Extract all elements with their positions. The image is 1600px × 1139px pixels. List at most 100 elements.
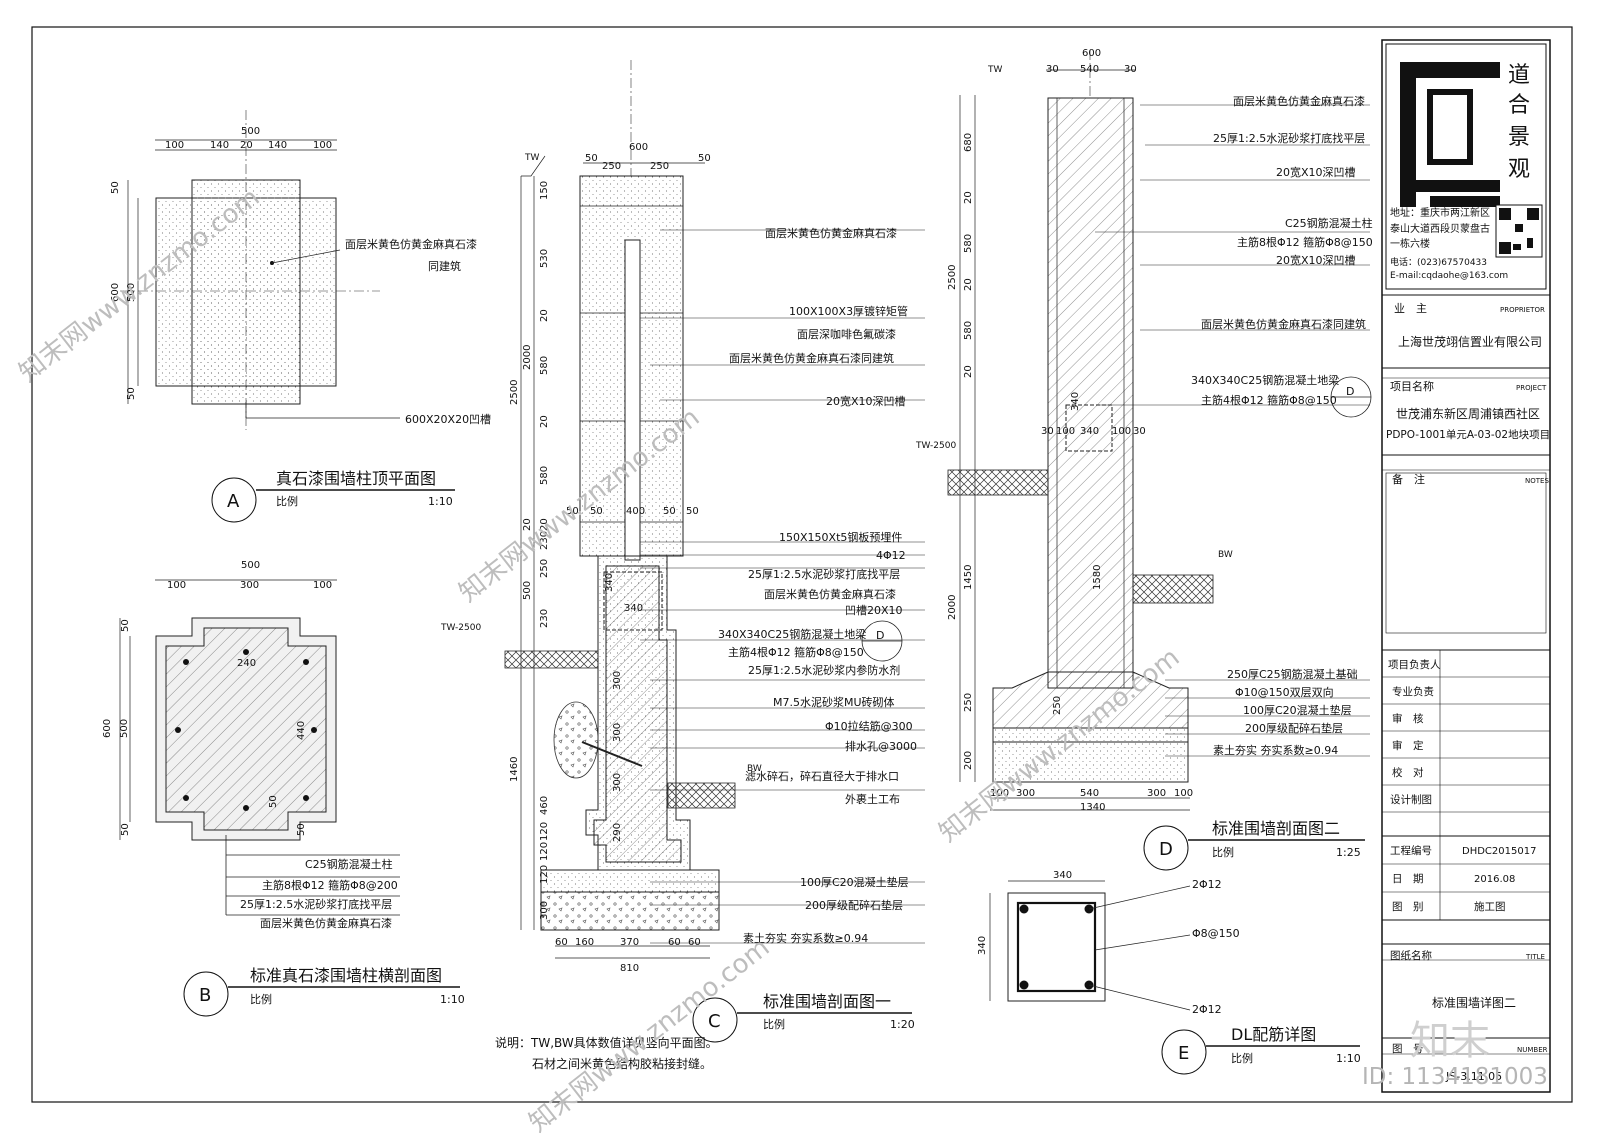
dim-d-mid-5: 30 (1133, 426, 1146, 437)
dim-c-top-0: 600 (629, 142, 648, 153)
dim-d-bottom-4: 100 (1174, 788, 1193, 799)
dim-d-bottom-0: 100 (990, 788, 1009, 799)
note-c-12: 25厚1:2.5水泥砂浆内参防水剂 (748, 663, 900, 677)
note-d-7: 340X340C25钢筋混凝土地梁 (1191, 373, 1339, 387)
dim-c-mid-10: 290 (612, 823, 623, 842)
view-c-letter: C (708, 1011, 721, 1032)
notes-label: 备 注 (1392, 472, 1425, 486)
note-c-10: 340X340C25钢筋混凝土地梁 (718, 627, 866, 641)
note-b-3: 面层米黄色仿黄金麻真石漆 (260, 916, 392, 930)
dim-b-top-3: 100 (313, 580, 332, 591)
dim-b-left-1: 600 (102, 719, 113, 738)
address-line-3: 一栋六楼 (1390, 237, 1430, 250)
dim-c-mid-6: 340 (624, 603, 643, 614)
note-c-5: 150X150Xt5钢板预埋件 (779, 530, 902, 544)
note-c-11: 主筋4根Φ12 箍筋Φ8@150 (728, 645, 864, 659)
email-text: E-mail:cqdaohe@163.com (1390, 271, 1508, 281)
view-c-scale-label: 比例 (763, 1017, 785, 1031)
note-c-17: 外裹土工布 (845, 792, 900, 806)
phone-text: 电话：(023)67570433 (1390, 256, 1487, 268)
dim-c-left-0: 150 (539, 181, 550, 200)
note-d-8: 主筋4根Φ12 箍筋Φ8@150 (1201, 393, 1337, 407)
dim-d-top-1: 30 (1046, 64, 1059, 75)
date-label: 日 期 (1392, 873, 1424, 885)
dim-a-top-4: 140 (268, 140, 287, 151)
dim-b-inner-3: 50 (296, 823, 307, 836)
dim-c-bottom-4: 60 (688, 937, 701, 948)
dim-e-1: 340 (977, 936, 988, 955)
view-a-title: 真石漆围墙柱顶平面图 (276, 469, 436, 488)
owner-label: 业 主 (1394, 302, 1427, 315)
dim-c-left-3: 580 (539, 356, 550, 375)
level-d-bw: BW (1218, 550, 1233, 560)
dim-d-left-1: 20 (963, 191, 974, 204)
dim-d-mid-7: 250 (1052, 696, 1063, 715)
dim-a-left-2: 500 (126, 283, 137, 302)
dim-b-top-0: 500 (241, 560, 260, 571)
level-c-bw: BW (747, 764, 762, 774)
level-c-tw2500: TW-2500 (440, 623, 481, 633)
note-c-19: 200厚级配碎石垫层 (805, 898, 903, 912)
signoff-4: 校 对 (1392, 766, 1424, 779)
dim-c-left-18: 120 (539, 865, 550, 884)
note-c-16: 滤水碎石，碎石直径大于排水口 (745, 769, 899, 783)
note-c-1: 100X100X3厚镀锌矩管 (789, 304, 908, 318)
dim-d-mid-1: 30 (1041, 426, 1054, 437)
note-d-4: 主筋8根Φ12 箍筋Φ8@150 (1237, 235, 1373, 249)
view-d-scale: 1:25 (1336, 846, 1361, 859)
view-d-title: 标准围墙剖面图二 (1212, 819, 1340, 838)
title-block (1381, 39, 1551, 1093)
note-d-2: 20宽X10深凹槽 (1276, 165, 1356, 179)
watermark-logo: 知末 (1410, 1018, 1490, 1064)
level-d-tw: TW (987, 65, 1002, 75)
level-d-tw2500: TW-2500 (915, 441, 956, 451)
level-c-tw: TW (524, 153, 539, 163)
note-d-9: 250厚C25钢筋混凝土基础 (1227, 667, 1358, 681)
note-d-3: C25钢筋混凝土柱 (1285, 216, 1373, 230)
note-d-13: 素土夯实 夯实系数≥0.94 (1213, 743, 1338, 757)
dim-d-left-6: 2500 (947, 265, 958, 290)
note-c-20: 素土夯实 夯实系数≥0.94 (743, 931, 868, 945)
dim-c-bottom-1: 160 (575, 937, 594, 948)
dim-c-left-16: 120 (539, 822, 550, 841)
dim-d-mid-4: 100 (1112, 426, 1131, 437)
dim-d-mid-2: 100 (1056, 426, 1075, 437)
note-c-7: 25厚1:2.5水泥砂浆打底找平层 (748, 567, 900, 581)
dim-c-mid-2: 400 (626, 506, 645, 517)
view-d-bubble (1143, 825, 1189, 871)
job-no-label: 工程编号 (1390, 844, 1432, 857)
dim-c-bottom-2: 370 (620, 937, 639, 948)
dim-c-mid-4: 50 (686, 506, 699, 517)
dim-c-mid-9: 300 (612, 773, 623, 792)
category-label: 图 别 (1392, 901, 1424, 913)
view-b-bubble (183, 971, 229, 1017)
note-c-18: 100厚C20混凝土垫层 (800, 875, 909, 889)
drawing-name-label-en: TITLE (1525, 953, 1545, 961)
note-c-0: 面层米黄色仿黄金麻真石漆 (765, 226, 897, 240)
dim-d-bottom-1: 300 (1016, 788, 1035, 799)
dim-d-top-0: 600 (1082, 48, 1101, 59)
dim-d-left-4: 580 (963, 321, 974, 340)
dim-c-left-5: 580 (539, 466, 550, 485)
dim-a-left-0: 50 (110, 181, 121, 194)
dim-c-left-2: 20 (539, 309, 550, 322)
dim-d-left-8: 2000 (947, 595, 958, 620)
dim-d-top-3: 30 (1124, 64, 1137, 75)
watermark-id: ID: 1134181003 (1362, 1064, 1548, 1090)
note-b-0: C25钢筋混凝土柱 (305, 857, 393, 871)
dim-c-mid-5: 340 (604, 573, 615, 592)
dim-c-left-8: 20 (539, 518, 550, 531)
dim-d-left-10: 200 (963, 751, 974, 770)
dim-c-top-4: 50 (698, 153, 711, 164)
dim-c-left-12: 250 (539, 559, 550, 578)
dim-a-top-5: 100 (313, 140, 332, 151)
dim-c-mid-1: 50 (590, 506, 603, 517)
view-e-scale: 1:10 (1336, 1052, 1361, 1065)
project-value-1: 世茂浦东新区周浦镇西社区 (1396, 406, 1540, 421)
dim-a-left-3: 50 (126, 387, 137, 400)
company-char-1: 合 (1508, 93, 1530, 118)
dim-c-left-19: 300 (539, 901, 550, 920)
dim-d-left-5: 20 (963, 365, 974, 378)
dim-d-mid-0: 340 (1070, 392, 1081, 411)
note-b-1: 主筋8根Φ12 箍筋Φ8@200 (262, 878, 398, 892)
